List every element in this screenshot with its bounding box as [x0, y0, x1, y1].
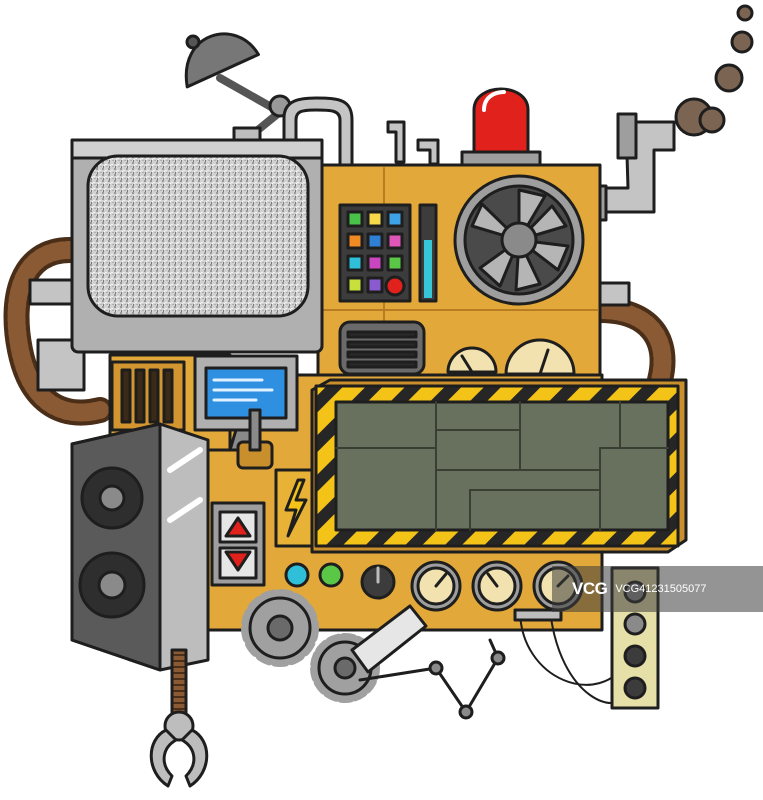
riveted-plate [334, 400, 670, 532]
button-blue-2[interactable] [366, 232, 384, 250]
toggle-lever[interactable] [236, 408, 274, 470]
watermark-id: VCG41231505077 [615, 583, 707, 595]
level-meter [418, 203, 438, 303]
button-orange-1[interactable] [346, 232, 364, 250]
gear-icon [241, 589, 319, 667]
satellite-dish-icon [184, 32, 292, 142]
arrow-buttons [210, 501, 266, 587]
rotary-knob[interactable] [360, 564, 396, 600]
button-magenta-1[interactable] [366, 254, 384, 272]
crt-monitor [70, 138, 324, 354]
button-green-2[interactable] [386, 254, 404, 272]
hazard-display-panel [310, 378, 688, 554]
watermark-logo: VCG [572, 579, 608, 598]
siren-icon [460, 87, 542, 172]
indicator-light-green [318, 562, 344, 588]
arrow-up-icon[interactable] [224, 516, 252, 538]
arrow-down-icon[interactable] [224, 550, 252, 572]
indicator-light-cyan [284, 562, 310, 588]
watermark-band: VCG VCG41231505077 [552, 566, 763, 612]
half-gauge-right [504, 338, 576, 376]
button-grid [338, 203, 412, 303]
button-blue-1[interactable] [386, 210, 404, 228]
lightning-icon [274, 468, 314, 548]
exhaust-pipe [590, 112, 676, 222]
small-monitor [193, 354, 299, 452]
button-pink-1[interactable] [386, 232, 404, 250]
speaker-icon [70, 422, 210, 672]
fan-icon [450, 174, 588, 306]
button-lime-1[interactable] [346, 276, 364, 294]
button-green-1[interactable] [346, 210, 364, 228]
button-yellow-1[interactable] [366, 210, 384, 228]
half-gauge-left [446, 346, 498, 374]
small-monitor-screen [204, 366, 288, 420]
piston-arm [350, 604, 506, 720]
button-cyan-1[interactable] [346, 254, 364, 272]
smoke-icon [674, 4, 754, 137]
button-purple-1[interactable] [366, 276, 384, 294]
claw-icon [149, 648, 209, 788]
round-gauge-2 [471, 560, 523, 612]
static-screen [86, 154, 310, 318]
vent-grille [110, 360, 186, 432]
horizontal-vent [338, 320, 426, 376]
power-icon[interactable] [384, 275, 406, 297]
cable-clamp [513, 608, 563, 622]
round-gauge-1 [410, 560, 462, 612]
